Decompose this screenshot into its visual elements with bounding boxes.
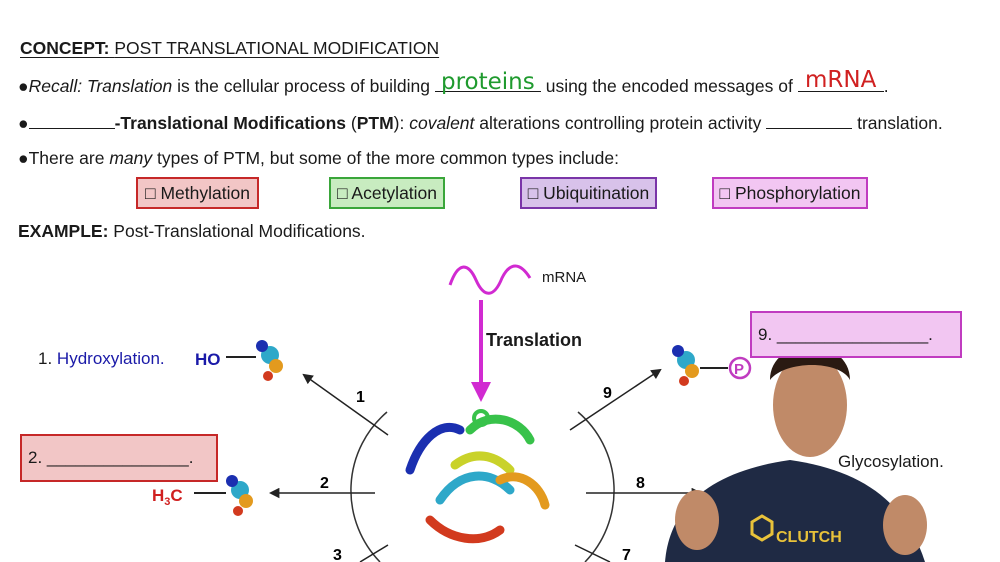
phosphate-label: P (734, 361, 744, 378)
protein-small-2-icon (226, 475, 253, 516)
methyl-group: H3C (152, 486, 183, 508)
item-2-box[interactable]: 2. _______________. (20, 434, 218, 482)
phosphate-circle (728, 356, 752, 380)
arrow-3 (359, 544, 389, 562)
arrow-1 (302, 373, 389, 436)
blank-proteins: proteins (434, 69, 541, 95)
translation-label: Translation (486, 330, 582, 350)
arrow-num-9: 9 (603, 385, 612, 402)
mrna-label: mRNA (542, 269, 586, 286)
item-1-label: 1. Hydroxylation. (38, 349, 165, 368)
blank-post (28, 112, 115, 129)
ptm-ubiquitination[interactable]: □ Ubiquitination (520, 177, 657, 209)
protein-small-1-icon (256, 340, 283, 381)
bullet-ptm-definition: ●-Translational Modifications (PTM): cov… (18, 112, 943, 133)
arrow-num-8: 8 (636, 475, 645, 492)
arrow-num-2: 2 (320, 475, 329, 492)
glycosylation-label: Glycosylation. (838, 452, 944, 471)
arrow-num-3: 3 (333, 547, 342, 562)
ptm-phosphorylation[interactable]: □ Phosphorylation (712, 177, 868, 209)
hydroxyl-group: HO (195, 350, 221, 369)
arrow-9 (569, 368, 662, 431)
arrow-7 (574, 544, 611, 562)
presenter-figure: CLUTCH (665, 346, 927, 562)
shirt-logo: CLUTCH (776, 529, 842, 546)
handwritten-mrna: mRNA (805, 67, 877, 93)
blank-mrna: mRNA (797, 67, 884, 93)
handwritten-proteins: proteins (440, 69, 535, 95)
arrow-num-7: 7 (622, 547, 631, 562)
concept-title: CONCEPT: POST TRANSLATIONAL MODIFICATION (20, 38, 440, 58)
item-9-box[interactable]: 9. ________________. (750, 311, 962, 358)
example-heading: EXAMPLE: Post-Translational Modification… (18, 221, 366, 241)
arrow-num-1: 1 (356, 389, 365, 406)
mrna-wave-icon (448, 264, 532, 295)
ptm-methylation[interactable]: □ Methylation (136, 177, 259, 209)
blank-after (766, 112, 853, 129)
bullet-ptm-types: ●There are many types of PTM, but some o… (18, 148, 619, 168)
ptm-acetylation[interactable]: □ Acetylation (329, 177, 445, 209)
central-protein-icon (405, 409, 550, 544)
center-arc (350, 411, 615, 562)
protein-small-9-icon (672, 345, 699, 386)
bullet-recall: ●Recall: Translation is the cellular pro… (18, 67, 889, 96)
